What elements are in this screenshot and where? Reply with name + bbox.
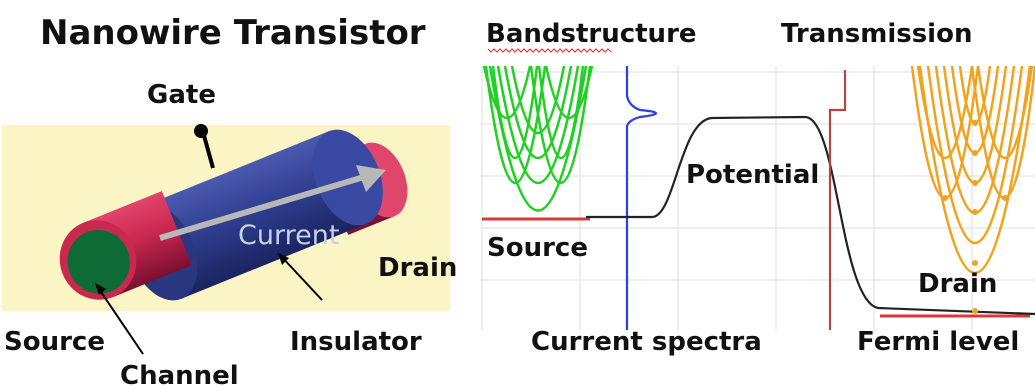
gate-label: Gate [147, 80, 216, 110]
bandstructure-header: Bandstructure [486, 19, 697, 49]
channel-label: Channel [120, 361, 239, 390]
drain-band-markers [942, 120, 1008, 314]
current-spectra-curve [625, 66, 658, 330]
drain-bandstructure [910, 65, 1035, 274]
drain-region-label: Drain [918, 269, 997, 299]
spellcheck-underline [487, 48, 612, 53]
drain-label: Drain [378, 253, 457, 283]
current-arrow [159, 165, 386, 241]
channel-cross-section [67, 229, 130, 294]
source-label: Source [4, 327, 105, 357]
current-label: Current [238, 220, 339, 251]
insulator-pointer [279, 254, 323, 301]
fermi-level-label: Fermi level [857, 327, 1019, 357]
source-region-label: Source [487, 233, 588, 263]
current-spectra-label: Current spectra [531, 327, 762, 357]
simulation-plot: Bandstructure Transmission Potential Sou… [480, 19, 1035, 357]
gate-pin [201, 131, 215, 169]
transmission-header: Transmission [781, 19, 972, 49]
channel-pointer [96, 285, 144, 355]
source-bandstructure [482, 65, 594, 212]
diagram-title: Nanowire Transistor [40, 13, 426, 53]
transistor-diagram: Current Nanowire Transistor Gate Drain S… [2, 13, 457, 390]
insulator-label: Insulator [290, 327, 422, 357]
potential-curve [586, 115, 1035, 316]
transmission-curve [828, 70, 847, 330]
potential-label: Potential [686, 160, 819, 190]
gate-pin-head [194, 124, 208, 138]
plot-grid [480, 66, 1035, 330]
source-contact [59, 191, 192, 300]
